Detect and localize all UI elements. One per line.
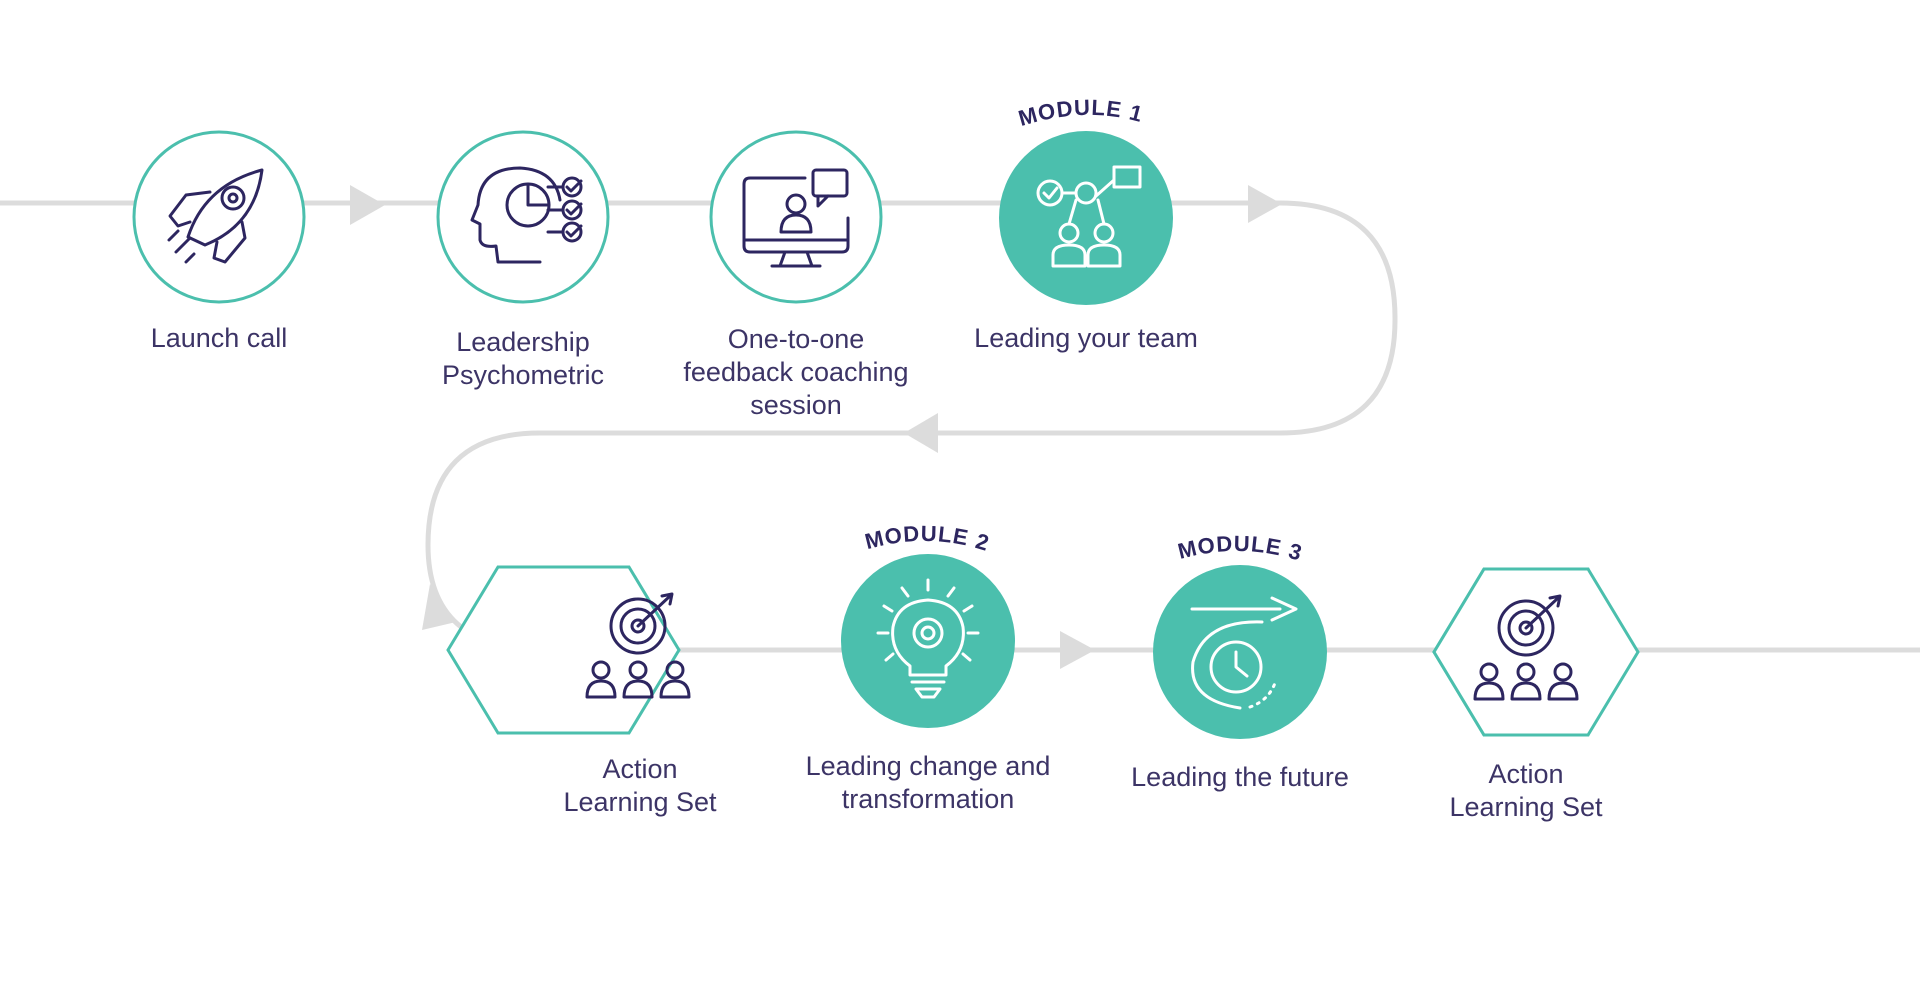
step-node-leadership-psychometric: [436, 130, 610, 304]
lightbulb-gear-icon: [876, 578, 980, 699]
arrow-head-4: [422, 584, 456, 630]
target-group-icon: [1473, 594, 1579, 701]
clock-arrow-icon: [1190, 596, 1298, 710]
step-node-one-to-one-coaching: [709, 130, 883, 304]
arrow-head-1: [350, 185, 385, 225]
step-node-leading-change: [841, 554, 1015, 728]
step-label-launch-call: Launch call: [150, 323, 288, 353]
target-group-icon: [585, 592, 691, 699]
step-node-launch-call: [132, 130, 306, 304]
step-node-action-learning-set-1: [446, 565, 691, 735]
arrow-head-2: [1248, 185, 1282, 223]
monitor-chat-icon: [742, 168, 850, 268]
step-node-action-learning-set-2: [1432, 567, 1640, 737]
rocket-icon: [167, 168, 264, 264]
step-label-action-learning-set-2: Action Learning Set: [1449, 759, 1603, 822]
step-label-leading-change: Leading change and transformation: [805, 751, 1051, 814]
step-node-leading-your-team: [999, 131, 1173, 305]
step-node-leading-the-future: [1153, 565, 1327, 739]
module-3-label: MODULE 3: [1175, 531, 1305, 566]
module-2-label: MODULE 2: [862, 521, 992, 556]
team-icon: [1036, 165, 1142, 268]
step-label-action-learning-set-1: Action Learning Set: [563, 754, 717, 817]
head-checklist-icon: [470, 166, 583, 264]
module-1-label: MODULE 1: [1016, 95, 1146, 131]
arrow-head-5: [1060, 631, 1095, 669]
arrow-head-3: [904, 413, 938, 453]
step-label-leading-the-future: Leading the future: [1131, 762, 1349, 792]
step-label-one-to-one-coaching: One-to-one feedback coaching session: [683, 324, 909, 420]
step-label-leadership-psychometric: Leadership Psychometric: [441, 327, 605, 390]
step-label-leading-your-team: Leading your team: [974, 323, 1198, 353]
